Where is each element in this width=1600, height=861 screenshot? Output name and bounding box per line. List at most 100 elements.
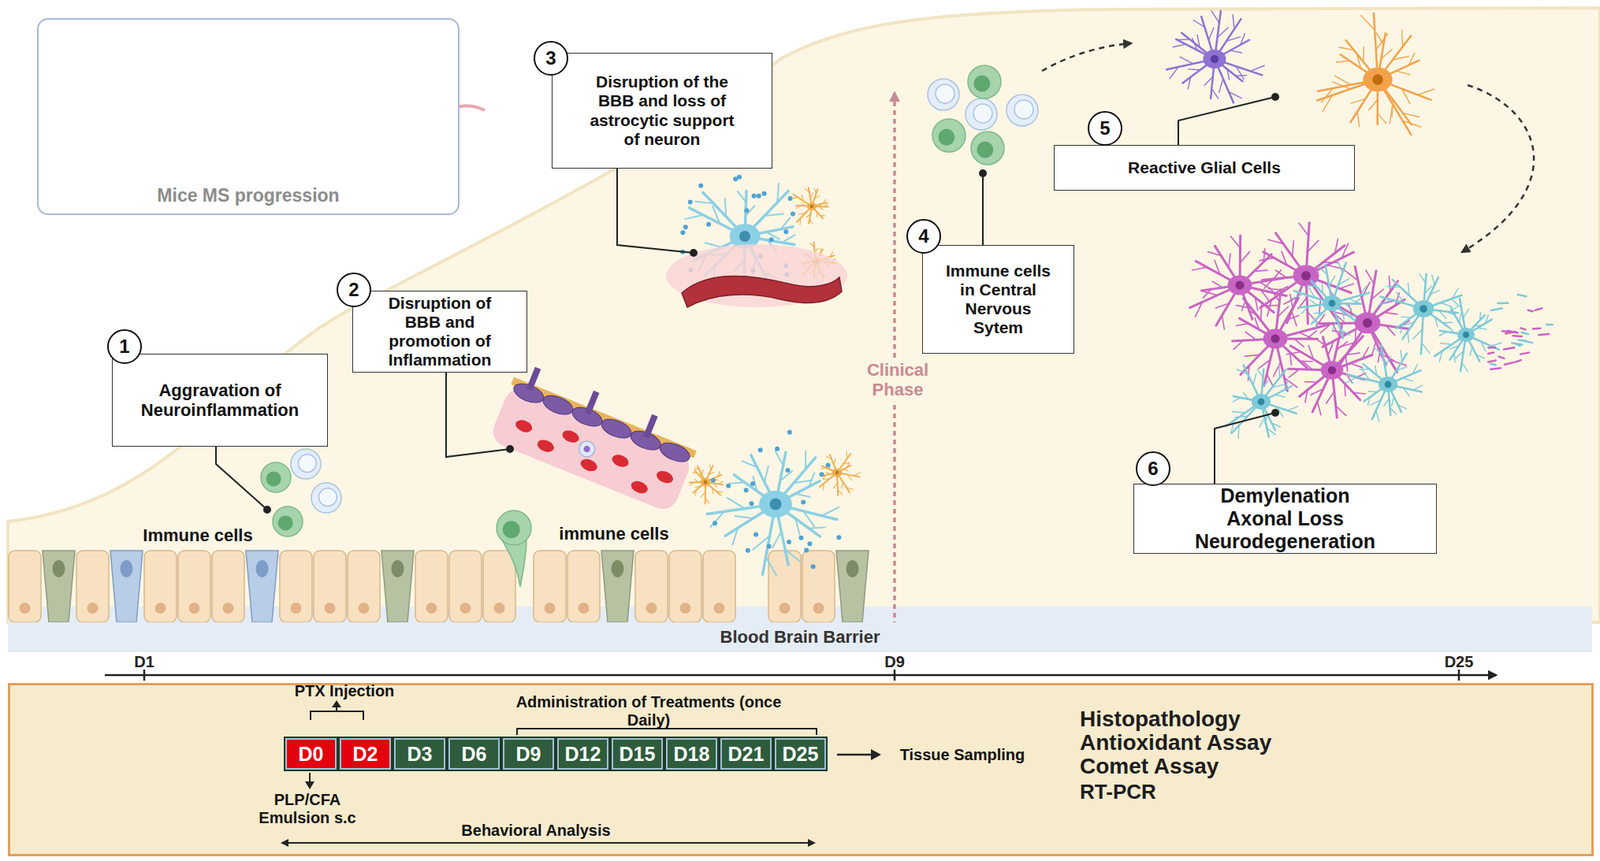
timeline-day-cell: D12 [555, 736, 611, 772]
cytokine-dot [766, 543, 771, 549]
process-twig [1211, 11, 1220, 24]
process-twig [1271, 290, 1280, 303]
process-twig [847, 474, 853, 480]
endothelial-cell [415, 550, 448, 623]
process-twig [705, 242, 722, 248]
process-twig [1328, 346, 1333, 356]
glial-cell [1286, 324, 1373, 418]
process-twig [1429, 290, 1440, 295]
axon-fragment [1497, 301, 1508, 305]
process-twig [775, 451, 784, 466]
process-twig [1368, 390, 1377, 393]
endothelial-cell [768, 550, 801, 623]
process-twig [1370, 400, 1381, 406]
process-twig [826, 456, 832, 459]
process-twig [1277, 306, 1289, 317]
immune-cell [290, 449, 321, 480]
process-twig [1301, 306, 1308, 314]
cytokine-dot [749, 501, 755, 507]
process-twig [1172, 44, 1186, 48]
epithelial-cell [110, 550, 143, 623]
process-box: Reactive Glial Cells [1053, 145, 1355, 191]
process-twig [1266, 427, 1276, 435]
process-twig [1213, 281, 1224, 288]
process-twig [1235, 74, 1247, 77]
callout-number: 5 [1087, 111, 1123, 146]
process-twig [1278, 365, 1280, 378]
process-twig [1361, 347, 1369, 359]
node-text: Mice MS progression [156, 185, 339, 206]
cytokine-dot [803, 547, 809, 553]
process-twig [1322, 95, 1333, 112]
process-twig [841, 481, 843, 489]
cytokine-dot [683, 224, 689, 230]
endothelial-cell [279, 550, 313, 623]
process-twig [1226, 37, 1241, 41]
cell-nucleus [155, 602, 167, 614]
process-twig [1266, 374, 1273, 387]
node-text: Disruption of the BBB and loss of astroc… [585, 72, 739, 149]
process-twig [1384, 398, 1390, 407]
process-twig [818, 204, 823, 208]
cytokine-dot [790, 211, 796, 216]
inset-box: Mice MS progression [37, 18, 460, 216]
callout-number: 3 [533, 40, 569, 76]
timeline-day-cell: D25 [773, 736, 828, 772]
cytokine-dot [744, 487, 749, 493]
process-twig [854, 472, 861, 477]
process-twig [1302, 360, 1313, 370]
process-twig [1283, 380, 1288, 391]
axis-tick-label: D25 [1444, 653, 1474, 672]
cytokine-dot [762, 191, 767, 197]
cell-nucleus [1014, 100, 1034, 120]
process-twig [1335, 405, 1347, 417]
process-twig [1388, 275, 1390, 292]
axon-fragment [1490, 368, 1501, 369]
process-twig [833, 459, 836, 466]
process-twig [1285, 315, 1299, 320]
process-twig [718, 481, 724, 485]
cell-body [1354, 312, 1381, 335]
cell-body [1322, 295, 1342, 312]
process-twig [717, 472, 720, 477]
endothelial-cell [802, 550, 835, 623]
phase-label: Clinical Phase [854, 358, 942, 402]
process-twig [804, 450, 807, 469]
process-twig [700, 491, 705, 497]
process-twig [1412, 364, 1418, 374]
process-twig [1309, 300, 1318, 306]
cell-nucleus [290, 602, 302, 614]
process-twig [1231, 411, 1245, 414]
process-twig [814, 196, 819, 200]
process-twig [1407, 282, 1410, 296]
process-twig [1221, 315, 1225, 330]
process-twig [1421, 342, 1430, 354]
process-twig [710, 511, 725, 528]
process-twig [708, 472, 714, 476]
process-twig [1384, 356, 1392, 367]
timeline-day-cell: D15 [610, 736, 665, 772]
epithelial-cell [381, 550, 414, 623]
axon-fragment [1503, 347, 1515, 350]
protocol-panel: HistopathologyAntioxidant AssayComet Ass… [7, 683, 1594, 857]
immune-cell [1006, 94, 1039, 127]
panel-text: Comet Assay [1079, 754, 1219, 780]
process-twig [1396, 367, 1407, 371]
process-twig [1343, 383, 1347, 397]
timeline-day-cell: D21 [718, 736, 774, 772]
immune-cell [311, 483, 342, 514]
process-twig [1350, 363, 1362, 368]
process-twig [1194, 301, 1202, 317]
process-box: Immune cells in Central Nervous Sytem [922, 245, 1075, 354]
cell-nucleus [703, 480, 708, 485]
glial-cell [1379, 274, 1463, 354]
endothelial-cell [483, 550, 516, 623]
axis-tick-label: D9 [884, 653, 905, 672]
process-twig [1462, 362, 1468, 373]
process-twig [1389, 360, 1407, 366]
cytokine-dot [712, 520, 718, 526]
immune-cell [932, 119, 966, 153]
process-twig [1320, 323, 1332, 334]
process-twig [1317, 401, 1321, 416]
process-twig [692, 472, 698, 474]
